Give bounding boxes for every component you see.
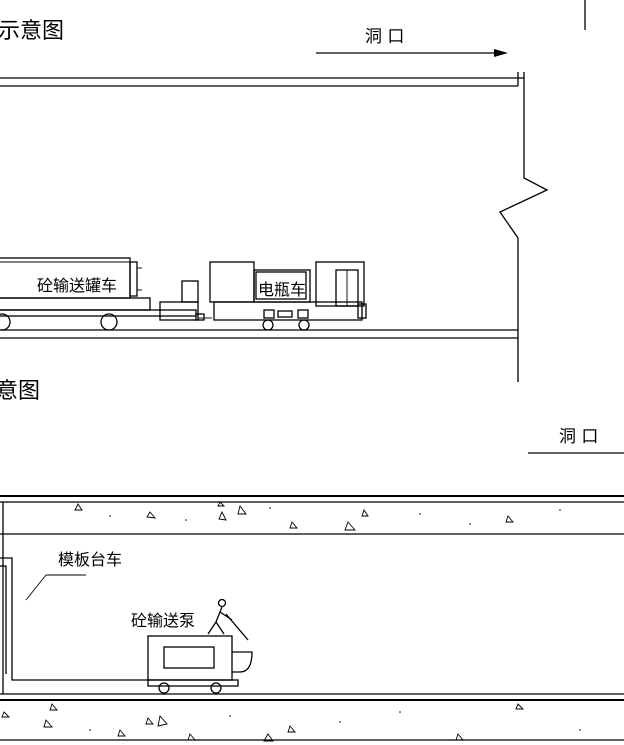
portal-wall-outer bbox=[499, 72, 549, 382]
top-diagram: 示意图 洞 口 bbox=[0, 0, 586, 382]
bottom-diagram: 意图 洞 口 bbox=[0, 379, 624, 742]
top-direction-arrow bbox=[316, 49, 508, 57]
concrete-tank-car bbox=[0, 257, 212, 331]
bottom-portal-label: 洞 口 bbox=[559, 427, 598, 447]
formwork-trolley bbox=[0, 502, 150, 694]
tank-car-label: 砼输送罐车 bbox=[37, 276, 117, 295]
formwork-label: 模板台车 bbox=[58, 550, 122, 569]
pump-label: 砼输送泵 bbox=[131, 611, 195, 630]
locomotive-label: 电瓶车 bbox=[258, 280, 306, 299]
top-title: 示意图 bbox=[0, 19, 64, 44]
concrete-aggregate-hatch bbox=[1, 501, 581, 742]
concrete-pump bbox=[147, 635, 253, 694]
top-portal-label: 洞 口 bbox=[365, 27, 404, 47]
operator-figure bbox=[207, 598, 249, 641]
bottom-title: 意图 bbox=[0, 379, 40, 404]
electric-locomotive bbox=[209, 261, 367, 331]
